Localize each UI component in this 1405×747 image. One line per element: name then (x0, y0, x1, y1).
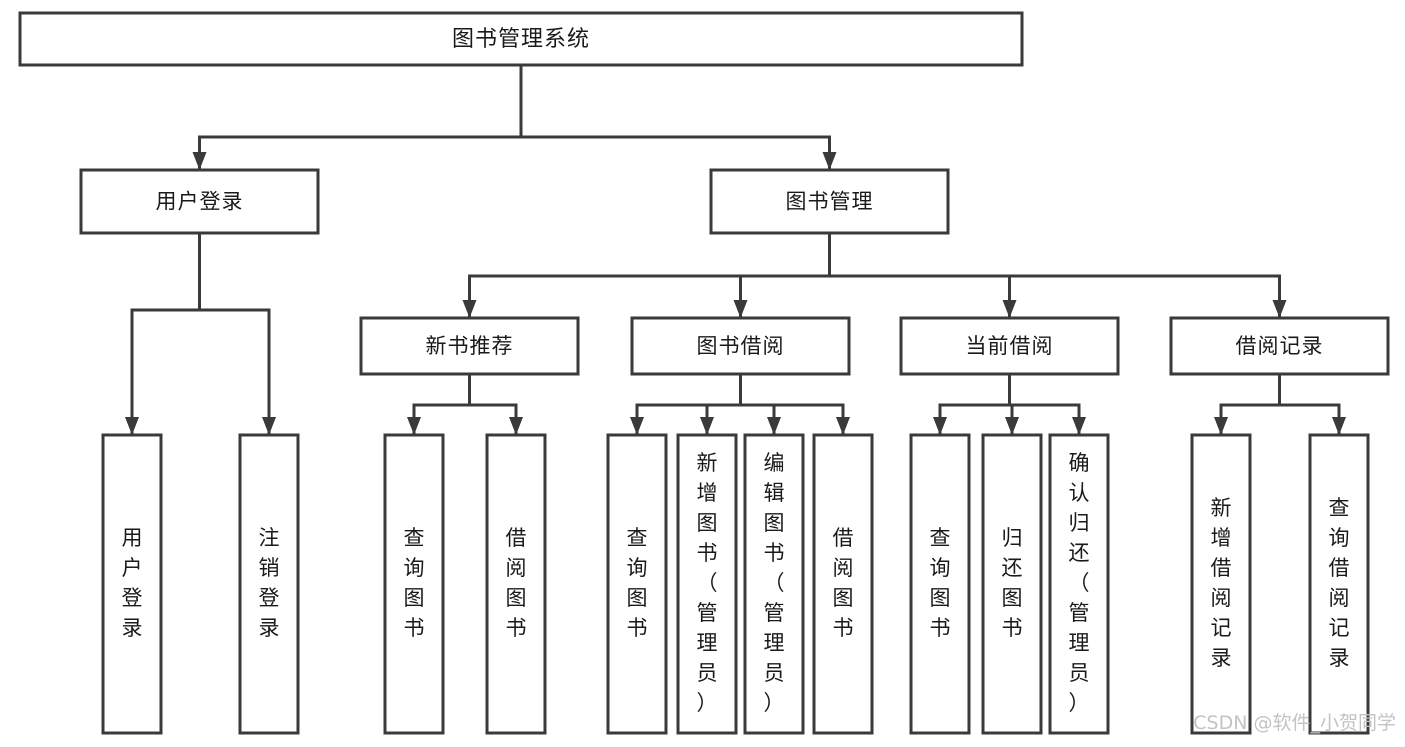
node-leaf-confirm-return-rect[interactable] (1048, 433, 1110, 735)
connector-borrow-record-to-leaves (1214, 372, 1346, 437)
node-leaf-query-book-rec[interactable]: 查询图书 (383, 433, 445, 735)
node-leaf-query-record-rect[interactable] (1308, 433, 1370, 735)
arrow-head-icon (125, 417, 139, 435)
arrow-head-icon (407, 417, 421, 435)
node-new-book-rec[interactable]: 新书推荐 (359, 316, 580, 376)
arrow-head-icon (700, 417, 714, 435)
node-root-root-label: 图书管理系统 (452, 27, 590, 52)
node-leaf-logout[interactable]: 注销登录 (238, 433, 300, 735)
node-borrow-record[interactable]: 借阅记录 (1169, 316, 1390, 376)
connector-current-borrow-to-leaves (933, 372, 1086, 437)
node-leaf-edit-book[interactable]: 编辑图书（管理员） (743, 433, 805, 735)
node-book-borrow[interactable]: 图书借阅 (630, 316, 851, 376)
node-leaf-add-book[interactable]: 新增图书（管理员） (676, 433, 738, 735)
arrow-head-icon (733, 300, 748, 318)
node-leaf-confirm-return[interactable]: 确认归还（管理员） (1048, 433, 1110, 735)
node-leaf-user-login[interactable]: 用户登录 (101, 433, 163, 735)
node-book-manage[interactable]: 图书管理 (709, 168, 950, 235)
arrow-head-icon (630, 417, 644, 435)
csdn-watermark: CSDN @软件_小贺同学 (1193, 712, 1396, 734)
connector-root-to-level2 (192, 63, 837, 172)
node-book-borrow-rect[interactable] (630, 316, 851, 376)
arrow-head-icon (1214, 417, 1228, 435)
arrow-head-icon (1072, 417, 1086, 435)
arrow-head-icon (836, 417, 850, 435)
node-leaf-query-record[interactable]: 查询借阅记录 (1308, 433, 1370, 735)
connectors-layer (125, 63, 1346, 437)
node-leaf-query-book-cur-label: 查询图书 (930, 526, 951, 640)
connector-book-borrow-to-leaves (630, 372, 850, 437)
node-leaf-add-book-rect[interactable] (676, 433, 738, 735)
node-leaf-borrow-book-bor-label: 借阅图书 (833, 526, 854, 640)
node-book-manage-rect[interactable] (709, 168, 950, 235)
node-leaf-borrow-book-rec-label: 借阅图书 (506, 526, 527, 640)
node-leaf-query-book-bor-label: 查询图书 (627, 526, 648, 640)
node-new-book-rec-rect[interactable] (359, 316, 580, 376)
arrow-head-icon (509, 417, 523, 435)
node-user-login-rect[interactable] (79, 168, 320, 235)
node-leaf-add-record-rect[interactable] (1190, 433, 1252, 735)
node-leaf-edit-book-label: 编辑图书（管理员） (764, 451, 785, 715)
nodes-layer: 图书管理系统用户登录图书管理新书推荐图书借阅当前借阅借阅记录用户登录注销登录查询… (18, 11, 1390, 735)
arrow-head-icon (1332, 417, 1346, 435)
node-leaf-add-record-label: 新增借阅记录 (1211, 496, 1232, 670)
node-leaf-return-book-rect[interactable] (981, 433, 1043, 735)
node-book-manage-label: 图书管理 (786, 190, 874, 214)
arrow-head-icon (262, 417, 276, 435)
node-user-login-label: 用户登录 (156, 190, 244, 214)
arrow-head-icon (767, 417, 781, 435)
node-leaf-borrow-book-bor-rect[interactable] (812, 433, 874, 735)
node-leaf-borrow-book-rec-rect[interactable] (485, 433, 547, 735)
arrow-head-icon (1002, 300, 1017, 318)
node-leaf-query-book-rec-label: 查询图书 (404, 526, 425, 640)
node-borrow-record-rect[interactable] (1169, 316, 1390, 376)
node-leaf-user-login-rect[interactable] (101, 433, 163, 735)
node-root-root[interactable]: 图书管理系统 (18, 11, 1024, 67)
node-book-borrow-label: 图书借阅 (697, 334, 785, 358)
arrow-head-icon (933, 417, 947, 435)
node-leaf-user-login-label: 用户登录 (122, 526, 143, 640)
arrow-head-icon (1272, 300, 1287, 318)
node-leaf-add-book-label: 新增图书（管理员） (697, 451, 718, 715)
node-leaf-return-book-label: 归还图书 (1002, 526, 1023, 640)
node-leaf-query-book-rec-rect[interactable] (383, 433, 445, 735)
node-leaf-edit-book-rect[interactable] (743, 433, 805, 735)
node-current-borrow-label: 当前借阅 (966, 334, 1054, 358)
connector-new-book-rec-to-leaves (407, 372, 523, 437)
node-root-root-rect[interactable] (18, 11, 1024, 67)
node-leaf-logout-label: 注销登录 (259, 526, 280, 640)
node-user-login[interactable]: 用户登录 (79, 168, 320, 235)
node-leaf-confirm-return-label: 确认归还（管理员） (1069, 451, 1090, 715)
node-borrow-record-label: 借阅记录 (1236, 334, 1324, 358)
node-leaf-query-book-cur-rect[interactable] (909, 433, 971, 735)
node-leaf-query-book-cur[interactable]: 查询图书 (909, 433, 971, 735)
node-leaf-query-book-bor[interactable]: 查询图书 (606, 433, 668, 735)
arrow-head-icon (462, 300, 477, 318)
node-leaf-query-book-bor-rect[interactable] (606, 433, 668, 735)
node-current-borrow[interactable]: 当前借阅 (899, 316, 1120, 376)
node-new-book-rec-label: 新书推荐 (426, 334, 514, 358)
node-leaf-borrow-book-bor[interactable]: 借阅图书 (812, 433, 874, 735)
node-current-borrow-rect[interactable] (899, 316, 1120, 376)
node-leaf-return-book[interactable]: 归还图书 (981, 433, 1043, 735)
arrow-head-icon (822, 152, 837, 170)
connector-bookmanage-to-level3 (462, 231, 1287, 320)
node-leaf-add-record[interactable]: 新增借阅记录 (1190, 433, 1252, 735)
arrow-head-icon (192, 152, 207, 170)
node-leaf-query-record-label: 查询借阅记录 (1329, 496, 1350, 670)
node-leaf-logout-rect[interactable] (238, 433, 300, 735)
node-leaf-borrow-book-rec[interactable]: 借阅图书 (485, 433, 547, 735)
arrow-head-icon (1005, 417, 1019, 435)
connector-user-login-to-leaves (125, 231, 276, 437)
